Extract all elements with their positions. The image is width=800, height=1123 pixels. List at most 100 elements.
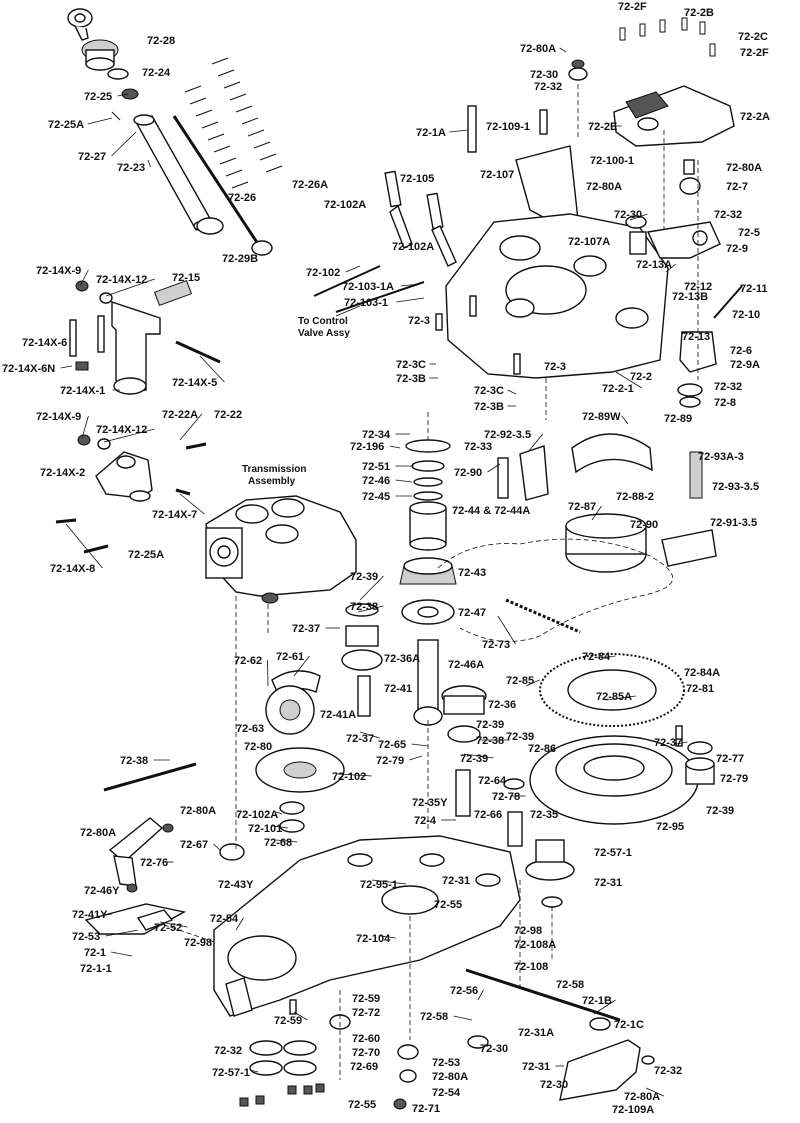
bottom-hardware — [239, 999, 419, 1110]
leader-line — [527, 433, 544, 453]
callout-label: 72-29B — [222, 253, 258, 265]
leader-line — [395, 479, 413, 483]
callout-label: 72-14X-12 — [96, 424, 147, 436]
leader-line — [477, 989, 484, 1001]
callout-label: 72-73 — [482, 639, 510, 651]
callout-label: 72-8 — [714, 397, 736, 409]
callout-label: 72-2-1 — [602, 383, 634, 395]
leader-line — [371, 879, 407, 885]
leader-line — [60, 365, 73, 369]
callout-label: 72-100-1 — [590, 155, 634, 167]
callout-label: 72-14X-1 — [60, 385, 105, 397]
callout-label: 72-30 — [480, 1043, 508, 1055]
callout-label: 72-39 — [476, 719, 504, 731]
callout-label: 72-80A — [586, 181, 622, 193]
callout-label: 72-32 — [654, 1065, 682, 1077]
callout-label: 72-30 — [530, 69, 558, 81]
callout-label: 72-38 — [120, 755, 148, 767]
callout-label: 72-80A — [432, 1071, 468, 1083]
note-transmission-line2: Assembly — [248, 476, 296, 487]
callout-label: 72-43Y — [218, 879, 254, 891]
leader-line — [275, 839, 298, 843]
callout-label: 72-22A — [162, 409, 198, 421]
callout-label: 72-59 — [352, 993, 380, 1005]
callout-label: 72-38 — [350, 601, 378, 613]
callout-label: 72-2B — [684, 7, 714, 19]
callout-label: 72-39 — [460, 753, 488, 765]
chain-loop — [437, 538, 673, 642]
callout-label: 72-3 — [544, 361, 566, 373]
leader-line — [357, 605, 384, 613]
callout-label: 72-54 — [210, 913, 239, 925]
callout-label: 72-37 — [654, 737, 682, 749]
callout-label: 72-77 — [716, 753, 744, 765]
callout-label: 72-76 — [140, 857, 168, 869]
leader-line — [235, 917, 244, 931]
note-control-valve-line1: To Control — [298, 316, 348, 327]
leader-line — [497, 615, 516, 645]
leader-line — [249, 1069, 259, 1073]
callout-label: 72-102 — [306, 267, 340, 279]
ring-gear-and-wheel — [529, 653, 715, 825]
leader-line — [675, 741, 688, 745]
callout-label: 72-35 — [530, 809, 558, 821]
callout-label: 72-2F — [740, 47, 769, 59]
callout-label: 72-38 — [476, 735, 504, 747]
leader-line — [629, 213, 648, 221]
leader-line — [87, 117, 113, 125]
callout-label: 72-39 — [706, 805, 734, 817]
upper-levers — [313, 105, 579, 313]
callout-label: 72-14X-5 — [172, 377, 217, 389]
callout-label: 72-84A — [684, 667, 720, 679]
callout-label: 72-2A — [740, 111, 770, 123]
callout-label: 72-108 — [514, 961, 548, 973]
callout-label: 72-2C — [738, 31, 768, 43]
leader-line — [591, 505, 602, 521]
callout-label: 72-32 — [534, 81, 562, 93]
callout-label: 72-79 — [376, 755, 404, 767]
callout-label: 72-33 — [464, 441, 492, 453]
callout-label: 72-26 — [228, 192, 256, 204]
callout-label: 72-85A — [596, 691, 632, 703]
callout-label: 72-80A — [180, 805, 216, 817]
callout-label: 72-101 — [248, 823, 282, 835]
callout-label: 72-54 — [432, 1087, 461, 1099]
right-links — [625, 215, 743, 408]
callout-label: 72-32 — [714, 381, 742, 393]
callout-label: 72-14X-9 — [36, 411, 81, 423]
callout-label: 72-62 — [234, 655, 262, 667]
callout-label: 72-102A — [236, 809, 278, 821]
callout-label: 72-89W — [582, 411, 621, 423]
callout-label: 72-1A — [416, 127, 446, 139]
callout-label: 72-25A — [48, 119, 84, 131]
right-lever-assembly — [465, 968, 655, 1101]
leader-line — [79, 269, 89, 287]
callout-label: 72-107 — [480, 169, 514, 181]
callout-label: 72-3C — [474, 385, 504, 397]
callout-label: 72-11 — [740, 283, 768, 295]
callout-label: 72-71 — [412, 1103, 440, 1115]
callout-label: 72-64 — [478, 775, 507, 787]
leader-line — [179, 493, 205, 515]
callout-label: 72-58 — [556, 979, 584, 991]
callout-label: 72-41Y — [72, 909, 108, 921]
leader-line — [507, 389, 517, 395]
leader-line — [449, 129, 469, 133]
callout-label: 72-88-2 — [616, 491, 654, 503]
callout-label: 72-28 — [147, 35, 175, 47]
callout-label: 72-13A — [636, 259, 672, 271]
callout-labels: 72-2872-2472-2572-25A72-2772-2372-2672-2… — [2, 1, 770, 1116]
right-gear-stack — [441, 685, 575, 908]
callout-label: 72-102A — [392, 241, 434, 253]
left-lever-assembly — [84, 762, 197, 935]
callout-label: 72-24 — [142, 67, 171, 79]
leader-line — [103, 428, 155, 443]
chain-segment — [505, 598, 581, 634]
callout-label: 72-57-1 — [594, 847, 632, 859]
callout-label: 72-95 — [656, 821, 684, 833]
leader-line — [99, 913, 112, 917]
leader-line — [463, 753, 494, 759]
leader-line — [525, 679, 540, 687]
leader-line — [117, 93, 129, 97]
leader-line — [105, 929, 139, 937]
